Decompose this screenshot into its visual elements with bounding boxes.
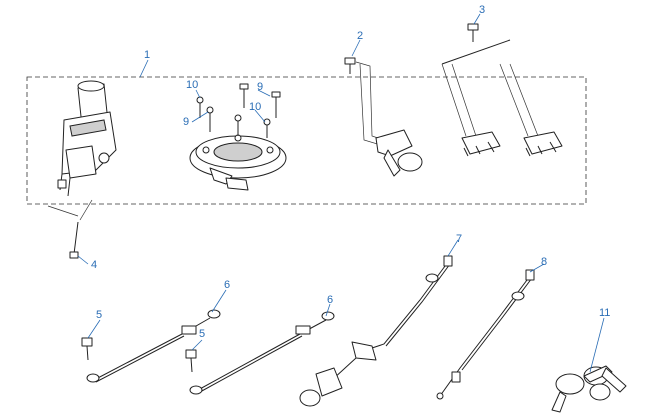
bolt xyxy=(47,199,93,259)
fuel-cap-assembly xyxy=(189,134,287,191)
ignition-switch xyxy=(57,80,117,197)
cable-short-1 xyxy=(81,309,221,383)
callout-4: 4 xyxy=(91,259,97,271)
callout-6a: 6 xyxy=(224,279,230,291)
cable-8 xyxy=(436,269,535,400)
callout-10a: 10 xyxy=(186,79,198,91)
cap-screws xyxy=(196,83,281,138)
callout-5a: 5 xyxy=(96,309,102,321)
callout-6b: 6 xyxy=(327,294,333,306)
cable-long-7 xyxy=(299,255,453,407)
callout-9b: 9 xyxy=(183,116,189,128)
callout-leaders xyxy=(77,13,605,373)
clamp-bracket xyxy=(344,57,423,177)
callout-2: 2 xyxy=(357,30,363,42)
callout-5b: 5 xyxy=(199,328,205,340)
callout-8: 8 xyxy=(541,256,547,268)
assembly-frame xyxy=(26,76,587,205)
callout-9a: 9 xyxy=(257,81,263,93)
callout-1: 1 xyxy=(144,49,150,61)
callout-10b: 10 xyxy=(249,101,261,113)
cable-short-2 xyxy=(185,311,335,395)
callout-7: 7 xyxy=(456,233,462,245)
twin-brackets xyxy=(441,23,563,157)
keys xyxy=(551,365,627,413)
callout-11: 11 xyxy=(599,307,610,319)
callout-3: 3 xyxy=(479,4,485,16)
